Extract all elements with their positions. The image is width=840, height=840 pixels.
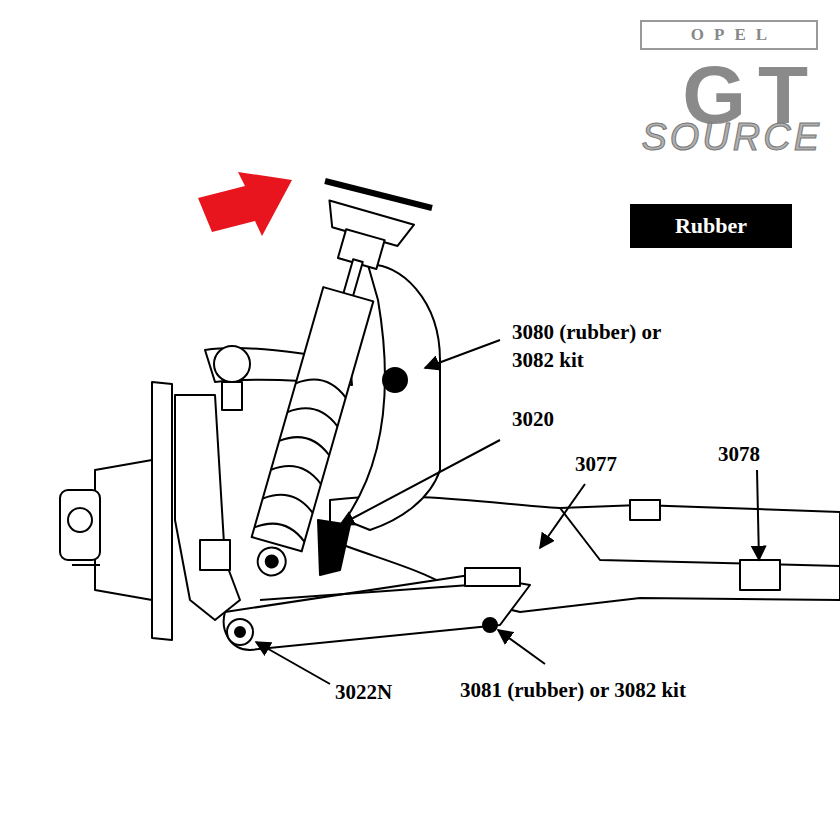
logo-text: SOURCE (641, 112, 822, 163)
callout-number: 3080 (rubber) or 3082 kit (512, 318, 662, 375)
box-text: Rubber (675, 213, 747, 239)
callout-number: 3077 (575, 450, 617, 478)
leader-lines (256, 340, 759, 684)
suspension-drawing (60, 200, 840, 650)
logo-box: OPEL (640, 20, 818, 50)
callout-number: 3020 (512, 405, 554, 433)
callout-number: 3081 (rubber) or 3082 kit (460, 676, 686, 704)
box-text: OPEL (681, 25, 777, 45)
callout-number: 3022N (335, 678, 392, 706)
callout-number: 3078 (718, 440, 760, 468)
red-arrow (198, 172, 292, 236)
legend-box: Rubber (630, 204, 792, 248)
